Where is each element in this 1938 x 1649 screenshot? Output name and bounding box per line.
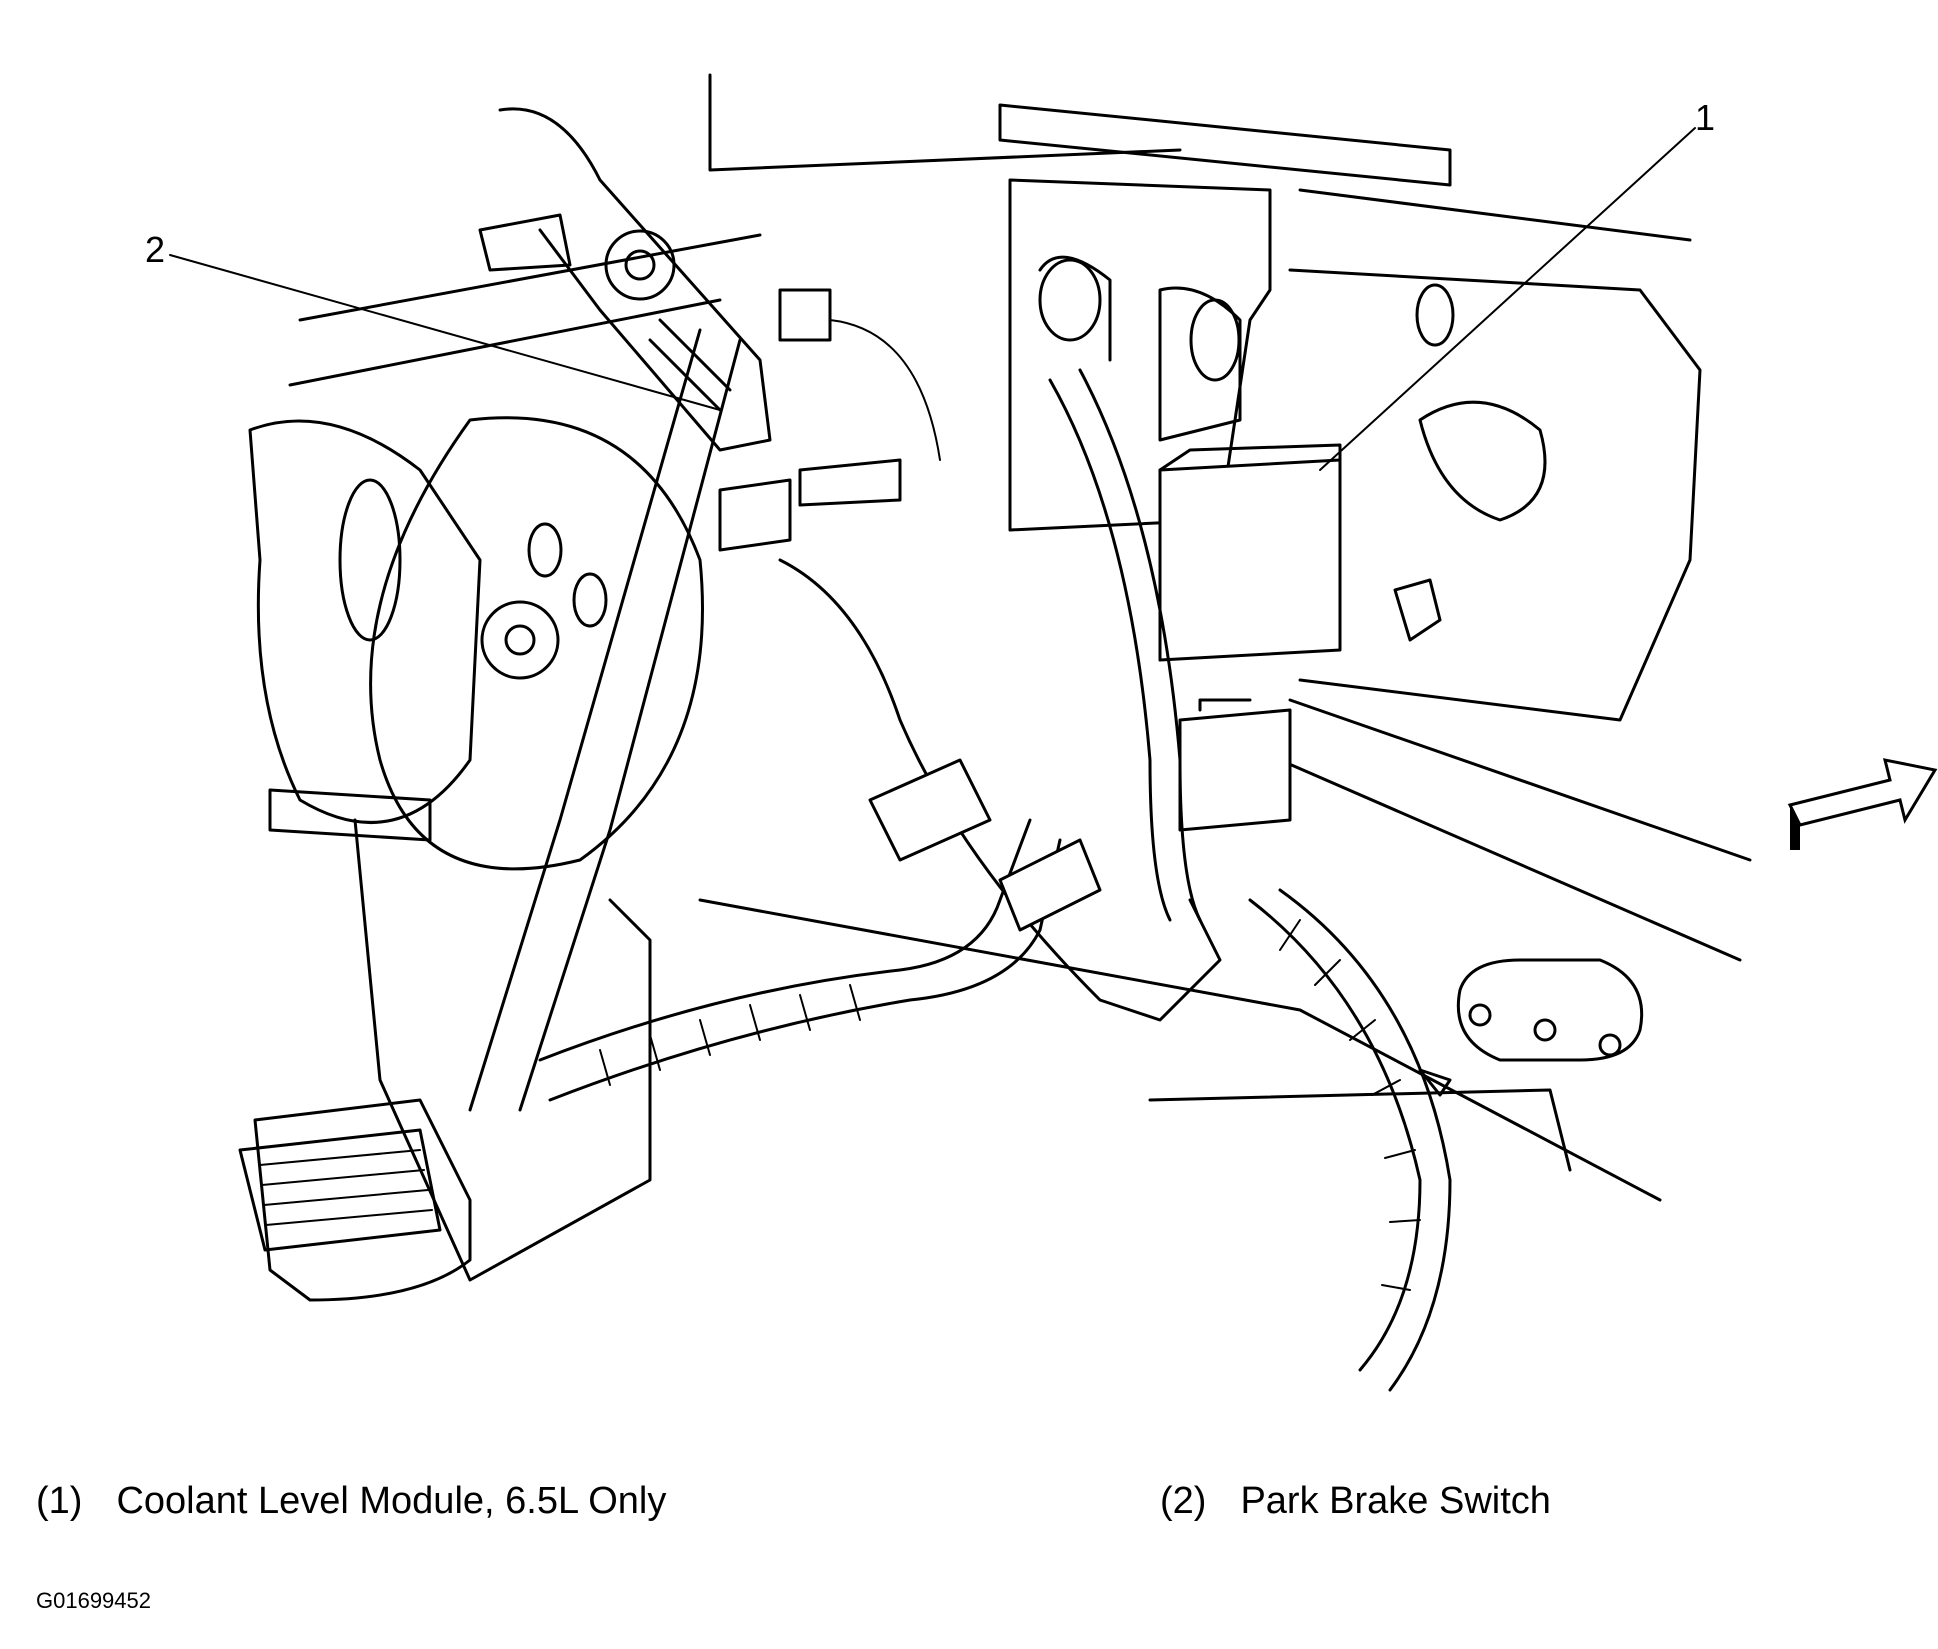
callout-number-2: 2 [145,229,165,270]
callout-leader-1 [1319,127,1696,471]
direction-arrow-icon [1787,758,1938,850]
callout-leader-2 [169,254,721,411]
coolant-level-module [1008,178,1442,832]
legend-item-2: (2) Park Brake Switch [1160,1480,1551,1523]
pedal-assembly-illustration: 1 2 [145,73,1938,1392]
park-brake-switch-assembly [478,107,941,552]
legend-number: (2) [1160,1480,1207,1522]
legend-number: (1) [36,1480,83,1522]
pedal-bracket [248,416,704,871]
figure-id: G01699452 [36,1588,151,1613]
dash-panel-outline [288,73,1752,1202]
legend-label: Coolant Level Module, 6.5L Only [116,1480,667,1522]
callout-number-1: 1 [1695,97,1715,138]
wiring-harness [538,368,1452,1392]
brake-pedal [238,328,742,1302]
legend-item-1: (1) Coolant Level Module, 6.5L Only [36,1480,666,1523]
legend-label: Park Brake Switch [1240,1480,1551,1522]
mounting-plate [1418,958,1644,1097]
